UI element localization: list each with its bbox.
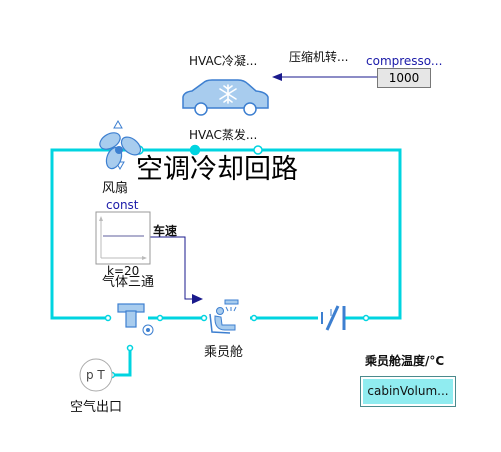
const-k-label: k=20 <box>107 264 140 278</box>
port[interactable] <box>250 314 258 322</box>
diagram-title: 空调冷却回路 <box>136 154 298 185</box>
signal-vehicle-speed <box>150 236 196 300</box>
evaporator-label: HVAC蒸发... <box>189 128 258 142</box>
fan-icon[interactable] <box>97 119 144 171</box>
cabin-label: 乘员舱 <box>204 345 244 360</box>
const-label: const <box>106 198 139 212</box>
pipe-tee-to-outlet <box>112 348 132 377</box>
port[interactable] <box>189 144 201 156</box>
port[interactable] <box>200 314 208 322</box>
port[interactable] <box>126 344 134 352</box>
fan-label: 风扇 <box>102 181 129 196</box>
pipe-top-left <box>50 148 139 320</box>
snowflake-icon <box>219 84 237 104</box>
pipe-top-right <box>258 148 402 320</box>
tee-bottom-port-icon[interactable] <box>142 324 154 336</box>
condenser-label: HVAC冷凝... <box>189 54 258 68</box>
valve-icon[interactable] <box>318 305 346 331</box>
arrow-cabin-input <box>192 294 203 304</box>
tee-icon[interactable] <box>117 303 145 328</box>
port[interactable] <box>104 314 112 322</box>
compressor-speed-value-box[interactable]: 1000 <box>377 68 431 88</box>
cabin-volume-display[interactable]: cabinVolum... <box>360 376 456 407</box>
signal-lines <box>150 76 377 300</box>
cabin-temp-label: 乘员舱温度/°C <box>365 354 445 368</box>
pt-boundary-icon[interactable] <box>79 358 113 392</box>
port[interactable] <box>362 314 370 322</box>
tee-label: 气体三通 <box>102 275 155 290</box>
arrow-compressor-input <box>272 73 282 81</box>
port[interactable] <box>253 145 263 155</box>
const-block[interactable] <box>95 211 151 265</box>
air-outlet-label: 空气出口 <box>70 400 123 415</box>
pt-label: p T <box>86 368 105 382</box>
hvac-module-icon[interactable] <box>182 79 269 116</box>
port[interactable] <box>156 314 164 322</box>
cabin-passenger-icon[interactable] <box>209 299 239 334</box>
cooling-loop-pipes <box>50 148 402 377</box>
compressor-param-name: compresso... <box>366 54 443 68</box>
vehicle-speed-label: 车速 <box>153 224 178 238</box>
compressor-speed-label: 压缩机转... <box>289 50 349 64</box>
pipe-ports <box>104 144 370 379</box>
